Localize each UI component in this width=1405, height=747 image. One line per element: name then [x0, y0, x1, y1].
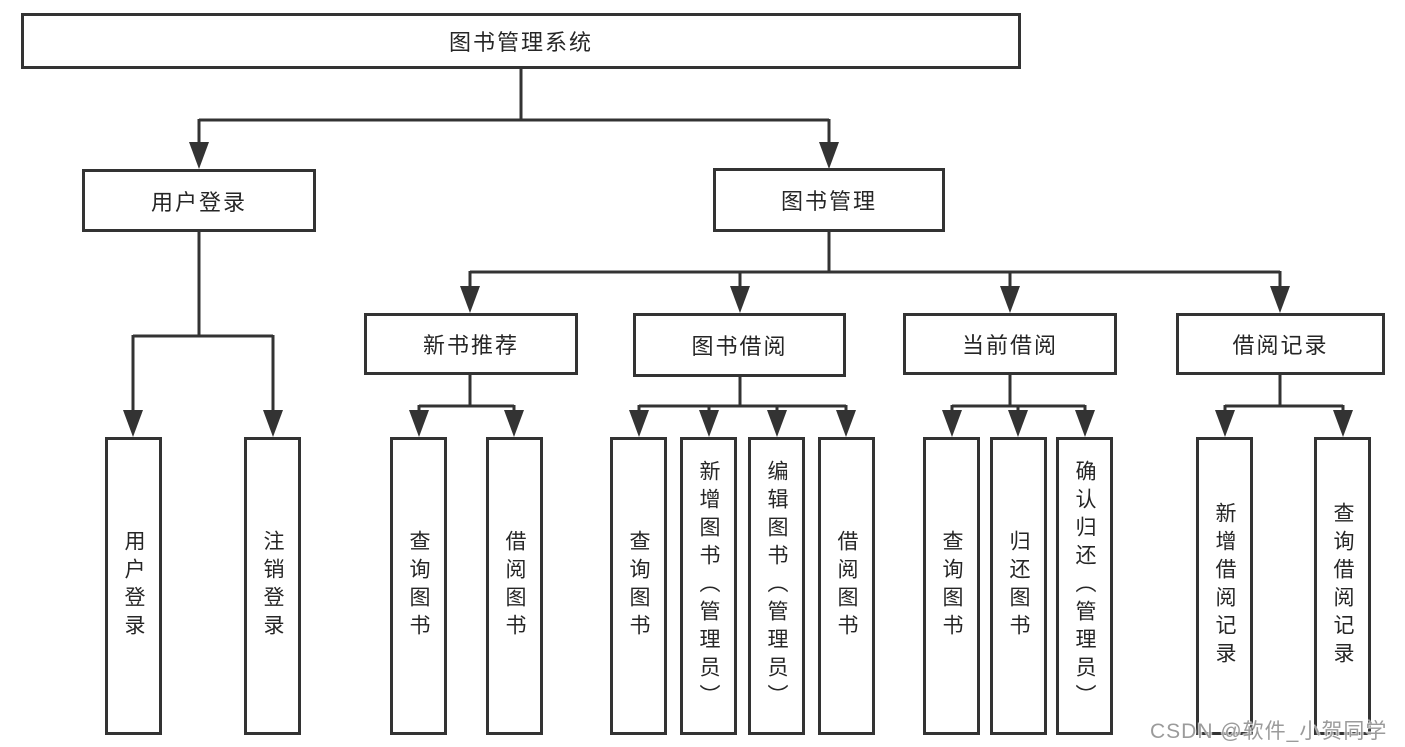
leaf-label: 归还图书: [1007, 530, 1030, 642]
node-book-management: 图书管理: [713, 168, 945, 232]
leaf-label: 查询图书: [407, 530, 430, 642]
node-leaf-logout: 注销登录: [244, 437, 301, 735]
node-leaf-add-borrow-record: 新增借阅记录: [1196, 437, 1253, 735]
leaf-label: 借阅图书: [503, 530, 526, 642]
node-leaf-confirm-return-admin: 确认归还（管理员）: [1056, 437, 1113, 735]
leaf-label: 查询图书: [627, 530, 650, 642]
node-user-login: 用户登录: [82, 169, 316, 232]
node-leaf-user-login: 用户登录: [105, 437, 162, 735]
leaf-label: 编辑图书（管理员）: [765, 460, 788, 712]
node-new-book-recommendation: 新书推荐: [364, 313, 578, 375]
node-leaf-query-books-borrowing: 查询图书: [610, 437, 667, 735]
node-leaf-borrow-books-recommend: 借阅图书: [486, 437, 543, 735]
node-book-borrowing: 图书借阅: [633, 313, 846, 377]
node-leaf-return-books: 归还图书: [990, 437, 1047, 735]
node-leaf-edit-books-admin: 编辑图书（管理员）: [748, 437, 805, 735]
node-borrowing-records: 借阅记录: [1176, 313, 1385, 375]
leaf-label: 注销登录: [261, 530, 284, 642]
node-current-borrowing: 当前借阅: [903, 313, 1117, 375]
node-library-management-system: 图书管理系统: [21, 13, 1021, 69]
leaf-label: 新增图书（管理员）: [697, 460, 720, 712]
node-leaf-borrow-books: 借阅图书: [818, 437, 875, 735]
leaf-label: 借阅图书: [835, 530, 858, 642]
leaf-label: 用户登录: [122, 530, 145, 642]
leaf-label: 确认归还（管理员）: [1073, 460, 1096, 712]
leaf-label: 查询图书: [940, 530, 963, 642]
tree-edges: [131, 69, 1345, 411]
node-leaf-query-books-recommend: 查询图书: [390, 437, 447, 735]
node-leaf-query-borrow-record: 查询借阅记录: [1314, 437, 1371, 735]
leaf-label: 查询借阅记录: [1331, 502, 1354, 670]
leaf-label: 新增借阅记录: [1213, 502, 1236, 670]
csdn-watermark: CSDN @软件_小贺同学: [1150, 720, 1388, 743]
node-leaf-add-books-admin: 新增图书（管理员）: [680, 437, 737, 735]
node-leaf-query-books-current: 查询图书: [923, 437, 980, 735]
arrowheads: [123, 142, 1353, 437]
